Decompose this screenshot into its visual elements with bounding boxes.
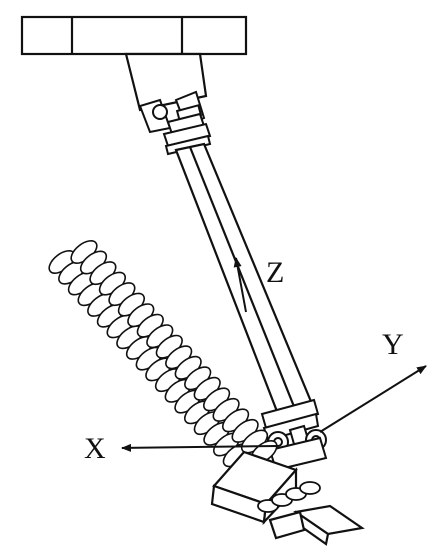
- fixed-base-plate: [20, 15, 248, 56]
- z-axis-arrow: [233, 257, 247, 313]
- y-axis-label: Y: [382, 328, 404, 361]
- spring-coil: [48, 240, 278, 478]
- lower-universal-joint: [260, 398, 328, 472]
- y-axis-arrow: [319, 365, 427, 433]
- z-axis-label: Z: [266, 256, 284, 289]
- x-axis-label: X: [84, 432, 106, 465]
- end-effector-foot: [268, 504, 365, 546]
- foot-coil: [257, 481, 321, 513]
- x-axis-arrow: [121, 443, 279, 452]
